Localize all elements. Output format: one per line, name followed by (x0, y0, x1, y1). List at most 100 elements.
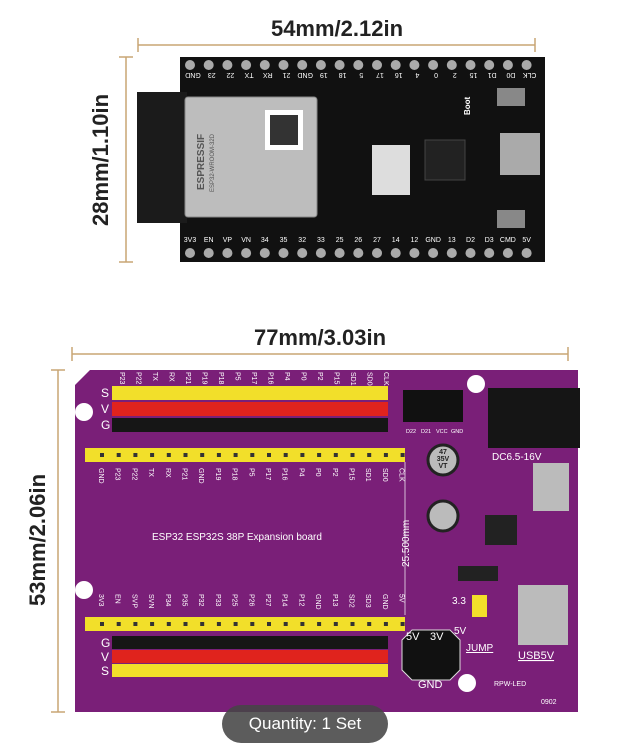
board-title: ESP32 ESP32S 38P Expansion board (152, 532, 322, 543)
jumper-5v-label: 5V (454, 626, 467, 637)
pin-hole (300, 453, 305, 457)
pin-label: SD2 (348, 594, 355, 608)
pin-hole (502, 248, 513, 258)
pin-label: P4 (297, 468, 304, 477)
voltage-regulator (372, 145, 410, 195)
pin-label: P15 (348, 468, 355, 481)
pin-label: VN (241, 237, 251, 244)
pin-label: TX (244, 71, 253, 78)
mount-hole (75, 403, 93, 421)
pin-label: P21 (184, 372, 191, 385)
pin-hole (334, 248, 345, 258)
usb-c-port[interactable] (518, 585, 568, 645)
pin-label: 0 (434, 71, 438, 78)
pin-label: 5 (359, 71, 363, 78)
pin-label: P15 (333, 372, 340, 385)
pin-label: 17 (376, 71, 384, 78)
row-label: V (101, 402, 109, 416)
pin-hole (185, 60, 195, 70)
i2c-pin-label: D21 (421, 429, 431, 435)
pin-label: P0 (314, 468, 321, 477)
pin-label: P16 (267, 372, 274, 385)
pin-hole (267, 453, 271, 457)
dev-width-label: 54mm/2.12in (271, 16, 403, 41)
capacitor-label: VT (439, 463, 449, 470)
exp-width-label: 77mm/3.03in (254, 325, 386, 350)
pin-label: 22 (226, 71, 234, 78)
pin-hole (116, 453, 121, 457)
pin-label: SD1 (364, 468, 371, 482)
pin-label: SD3 (364, 594, 371, 608)
usb-uart-chip (424, 139, 466, 181)
pin-label: P5 (247, 468, 254, 477)
i2c-pin-label: GND (451, 429, 463, 435)
pin-hole (259, 248, 270, 258)
pin-hole (367, 453, 372, 457)
pin-hole (116, 622, 121, 626)
pin-label: D1 (488, 71, 497, 78)
pin-label: 33 (317, 237, 325, 244)
pin-hole (166, 453, 171, 457)
i2c-header (403, 390, 463, 422)
micro-usb-port (500, 133, 540, 175)
capacitor-label: 47 (439, 449, 447, 456)
pin-hole (150, 622, 155, 626)
pin-label: P21 (181, 468, 188, 481)
pin-label: P4 (283, 372, 290, 381)
pin-hole (383, 453, 388, 457)
pin-label: 3V3 (184, 237, 197, 244)
pin-label: 19 (320, 71, 328, 78)
pin-label: EN (204, 237, 214, 244)
pin-label: P2 (316, 372, 323, 381)
pin-label: P27 (264, 594, 271, 607)
pin-hole (166, 622, 171, 626)
pin-label: 16 (395, 71, 403, 78)
pin-hole (484, 60, 495, 70)
dimension-lines (51, 38, 569, 713)
pin-label: TX (151, 372, 158, 381)
pin-label: 5V (398, 594, 405, 603)
pin-hole (200, 453, 205, 457)
pin-label: P18 (231, 468, 238, 481)
pin-hole (521, 60, 532, 70)
pin-label: P26 (247, 594, 254, 607)
pin-hole (267, 622, 271, 626)
pin-hole (100, 622, 104, 626)
pin-hole (400, 622, 405, 626)
pin-hole (502, 60, 513, 70)
pin-label: CLK (398, 468, 405, 482)
pin-hole (250, 622, 255, 626)
pin-hole (383, 622, 388, 626)
pin-label: 25 (336, 237, 344, 244)
row-label: G (101, 418, 110, 432)
pin-label: 26 (354, 237, 362, 244)
pin-label: 14 (392, 237, 400, 244)
pin-label: GND (314, 594, 321, 610)
capacitor-label: 35V (437, 456, 450, 463)
header-row-V (112, 402, 388, 416)
jumper-3v3-label: 3.3 (452, 596, 466, 607)
female-header-top (85, 448, 405, 462)
mount-hole (467, 375, 485, 393)
dc-jack (488, 388, 580, 448)
micro-usb-port[interactable] (533, 463, 569, 511)
pin-hole (446, 248, 457, 258)
pin-label: P19 (214, 468, 221, 481)
pin-label: 3V3 (97, 594, 104, 607)
pin-label: VP (223, 237, 233, 244)
pin-label: P0 (300, 372, 307, 381)
jumper[interactable] (472, 595, 487, 617)
pin-hole (400, 453, 405, 457)
pin-label: RX (164, 468, 171, 478)
boot-button[interactable] (497, 88, 525, 106)
pin-label: 18 (339, 71, 347, 78)
pin-hole (241, 248, 252, 258)
pin-label: P12 (297, 594, 304, 607)
pin-label: GND (297, 71, 313, 78)
en-button[interactable] (497, 210, 525, 228)
pin-label: P19 (201, 372, 208, 385)
pin-label: 27 (373, 237, 381, 244)
